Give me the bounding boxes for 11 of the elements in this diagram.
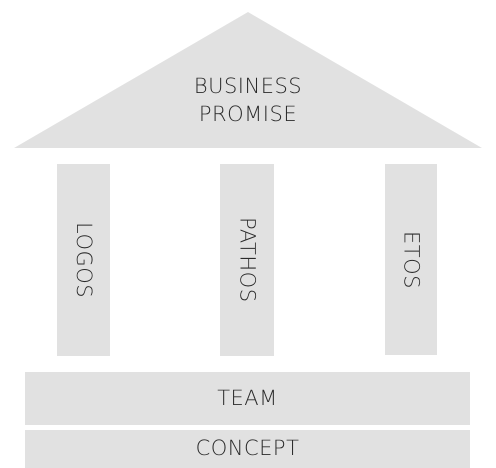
- bar-label: TEAM: [217, 384, 278, 412]
- pillar: [220, 164, 274, 356]
- foundation-bar: [25, 430, 470, 468]
- pillar-label: PATHOS: [234, 217, 261, 303]
- roof-label: BUSINESS PROMISE: [192, 73, 304, 128]
- pillar: [57, 164, 110, 356]
- foundation-bar: [25, 372, 470, 425]
- pillar-label: LOGOS: [71, 222, 98, 298]
- pillar: [385, 164, 437, 355]
- pillar-label: ETOS: [398, 230, 425, 288]
- bar-label: CONCEPT: [196, 435, 300, 462]
